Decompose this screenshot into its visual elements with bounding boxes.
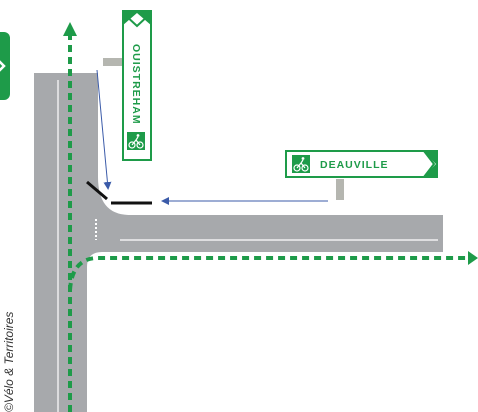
horizontal-sign-destination: DEAUVILLE bbox=[320, 159, 389, 171]
vertical-sign-post bbox=[103, 58, 123, 66]
route-arrow-right-icon bbox=[468, 251, 478, 265]
vertical-sign-arrowhead-icon bbox=[122, 10, 152, 26]
photo-credit: ©Vélo & Territoires bbox=[2, 311, 16, 412]
vertical-sign-destination: OUISTREHAM bbox=[130, 44, 142, 125]
stop-line-diagonal bbox=[86, 180, 108, 201]
cycle-route bbox=[68, 36, 470, 412]
vertical-direction-sign: OUISTREHAM bbox=[122, 10, 152, 161]
horizontal-sign-post bbox=[336, 179, 344, 200]
horizontal-sign-arrowhead-icon bbox=[422, 150, 438, 178]
vertical-road bbox=[34, 73, 443, 412]
partial-sign-left bbox=[0, 32, 10, 100]
route-arrow-up-icon bbox=[63, 22, 77, 36]
road-network bbox=[34, 73, 443, 412]
leader-arrow-vertical-sign bbox=[96, 69, 112, 190]
cycle-route-horizontal bbox=[68, 256, 470, 291]
horizontal-direction-sign: DEAUVILLE bbox=[285, 150, 438, 178]
vertical-sign-cyclist-icon bbox=[127, 132, 145, 150]
horizontal-sign-cyclist-icon bbox=[292, 155, 310, 173]
